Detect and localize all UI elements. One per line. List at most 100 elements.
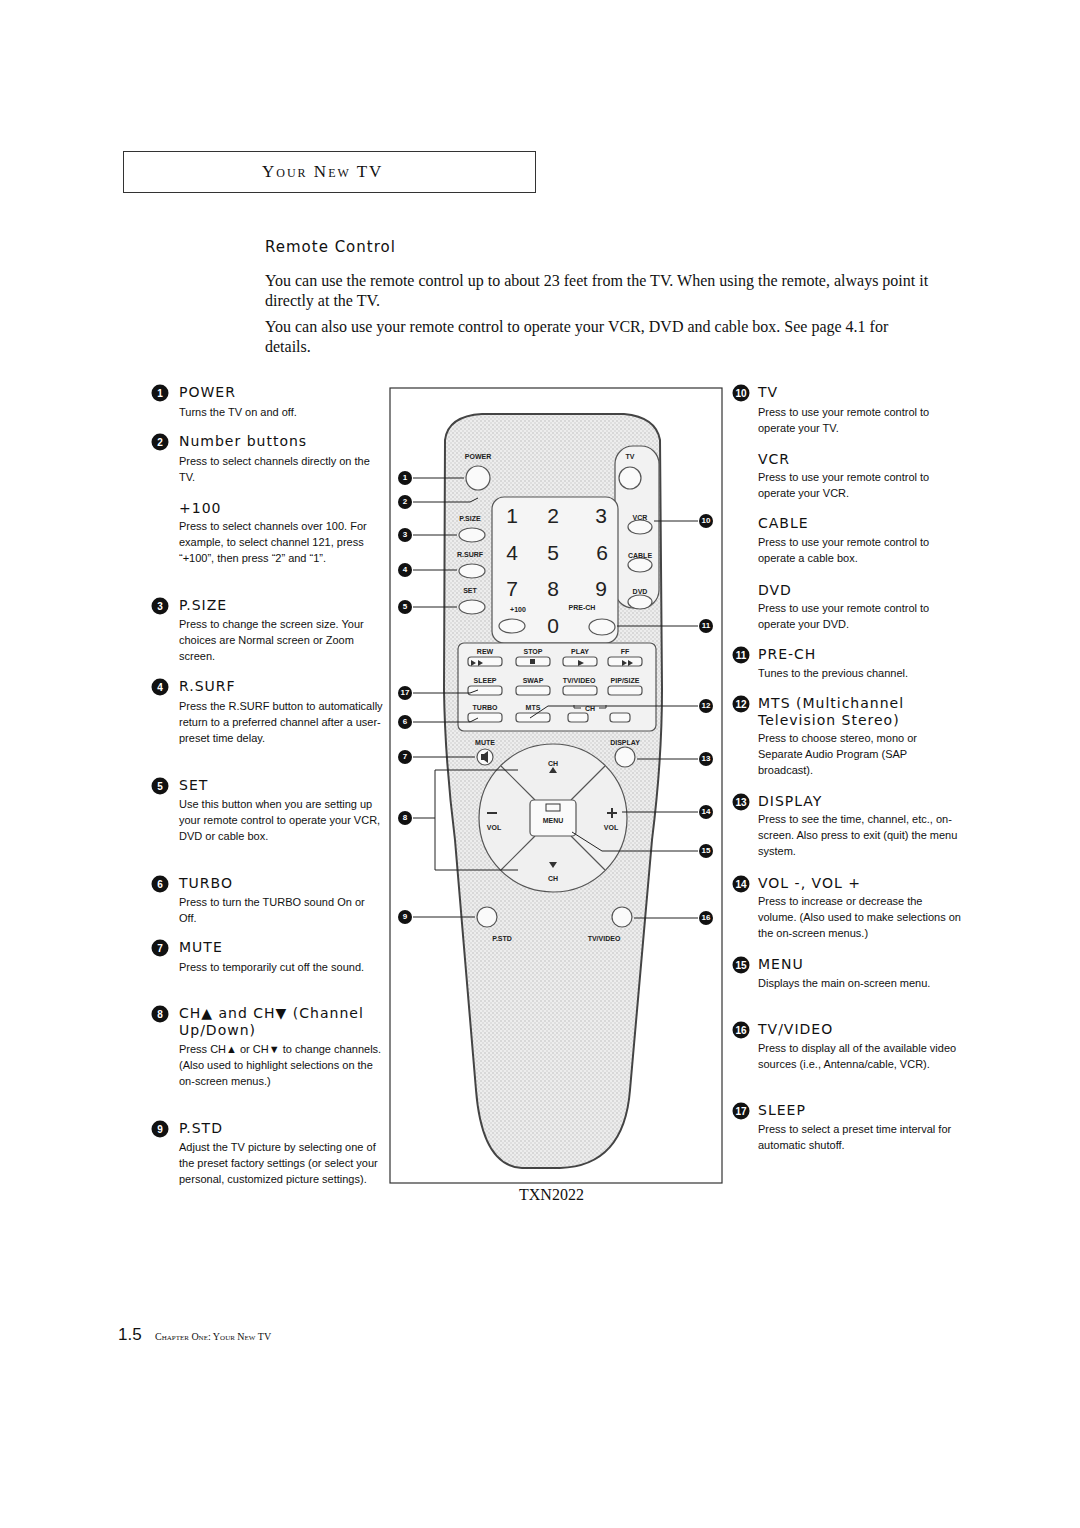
callout-number: 6 (152, 876, 169, 893)
callout-number: 2 (398, 495, 412, 509)
button-digit: 7 (506, 577, 518, 601)
section-title: Remote Control (265, 238, 396, 256)
item-description: Press the R.SURF button to automatically… (179, 698, 384, 746)
callout-number: 13 (699, 752, 713, 766)
button-digit: 4 (506, 541, 518, 565)
item-heading: MUTE (179, 939, 223, 956)
button-label: PIP/SIZE (611, 677, 640, 684)
button-label: SWAP (523, 677, 544, 684)
callout-number: 1 (398, 471, 412, 485)
button-label: TV (626, 453, 635, 460)
item-heading: R.SURF (179, 678, 236, 695)
item-heading: Number buttons (179, 433, 307, 450)
button-digit: 2 (547, 504, 559, 528)
callout-number: 10 (733, 385, 750, 402)
item-heading: +100 (179, 500, 221, 517)
button-digit: 1 (506, 504, 518, 528)
figure-frame (390, 388, 722, 1183)
item-description: Displays the main on-screen menu. (758, 975, 963, 991)
item-heading: SLEEP (758, 1102, 806, 1119)
button-label: R.SURF (457, 551, 483, 558)
item-heading: VCR (758, 451, 790, 468)
button-label: SET (463, 587, 477, 594)
button-label: FF (621, 648, 630, 655)
intro-paragraph: You can also use your remote control to … (265, 317, 930, 357)
item-heading: VOL -, VOL + (758, 875, 861, 892)
item-heading: PRE-CH (758, 646, 816, 663)
item-description: Press to change the screen size. Your ch… (179, 616, 384, 664)
item-heading: DISPLAY (758, 793, 822, 810)
button-label: MTS (526, 704, 541, 711)
item-description: Press to use your remote control to oper… (758, 534, 963, 566)
button-label: STOP (524, 648, 543, 655)
button-label: VOL (487, 824, 501, 831)
callout-number: 7 (398, 750, 412, 764)
remote-symbols (471, 659, 633, 868)
item-description: Adjust the TV picture by selecting one o… (179, 1139, 384, 1187)
button-label: +100 (510, 606, 526, 613)
item-description: Press to display all of the available vi… (758, 1040, 963, 1072)
callout-number: 9 (152, 1121, 169, 1138)
callout-number: 14 (699, 805, 713, 819)
item-heading: P.STD (179, 1120, 223, 1137)
button-label: REW (477, 648, 493, 655)
button-label: POWER (465, 453, 491, 460)
item-description: Press to choose stereo, mono or Separate… (758, 730, 963, 778)
callout-number: 15 (699, 844, 713, 858)
callout-number: 2 (152, 434, 169, 451)
item-heading: CH▲ and CH▼ (Channel Up/Down) (179, 1005, 379, 1039)
item-heading: TV (758, 384, 778, 401)
item-heading: POWER (179, 384, 236, 401)
callout-number: 15 (733, 957, 750, 974)
button-label: MENU (543, 817, 564, 824)
button-label: CH (548, 875, 558, 882)
item-heading: MENU (758, 956, 804, 973)
item-heading: CABLE (758, 515, 809, 532)
model-caption: TXN2022 (519, 1186, 584, 1204)
callout-number: 5 (398, 600, 412, 614)
button-label: P.SIZE (459, 515, 480, 522)
callout-number: 3 (152, 598, 169, 615)
callout-number: 11 (733, 647, 750, 664)
button-label: DISPLAY (610, 739, 640, 746)
item-description: Use this button when you are setting up … (179, 796, 384, 844)
item-description: Press to increase or decrease the volume… (758, 893, 963, 941)
remote-buttons (458, 446, 659, 927)
button-label: CH (585, 705, 595, 712)
callout-number: 17 (398, 686, 412, 700)
callout-number: 16 (733, 1022, 750, 1039)
callout-number: 10 (699, 514, 713, 528)
callout-number: 1 (152, 385, 169, 402)
button-label: CH (548, 760, 558, 767)
item-description: Tunes to the previous channel. (758, 665, 963, 681)
item-heading: TURBO (179, 875, 233, 892)
button-label: CABLE (628, 552, 652, 559)
item-description: Press to use your remote control to oper… (758, 404, 963, 436)
item-description: Press CH▲ or CH▼ to change channels. (Al… (179, 1041, 384, 1089)
callout-number: 13 (733, 794, 750, 811)
button-digit: 0 (547, 614, 559, 638)
callout-number: 17 (733, 1103, 750, 1120)
callout-number: 12 (699, 699, 713, 713)
item-description: Turns the TV on and off. (179, 404, 384, 420)
item-heading: SET (179, 777, 208, 794)
button-label: TV/VIDEO (588, 935, 621, 942)
item-description: Press to temporarily cut off the sound. (179, 959, 384, 975)
button-digit: 9 (595, 577, 607, 601)
remote-body (444, 414, 662, 1168)
callout-number: 3 (398, 528, 412, 542)
item-heading: TV/VIDEO (758, 1021, 833, 1038)
intro-paragraph: You can use the remote control up to abo… (265, 271, 930, 311)
callout-number: 5 (152, 778, 169, 795)
callout-number: 7 (152, 940, 169, 957)
item-heading: MTS (Multichannel Television Stereo) (758, 695, 963, 729)
item-description: Press to use your remote control to oper… (758, 600, 963, 632)
item-heading: P.SIZE (179, 597, 227, 614)
callout-number: 14 (733, 876, 750, 893)
callout-number: 11 (699, 619, 713, 633)
callout-number: 4 (152, 679, 169, 696)
button-label: TV/VIDEO (563, 677, 596, 684)
button-digit: 5 (547, 541, 559, 565)
callout-number: 8 (398, 811, 412, 825)
item-description: Press to select channels directly on the… (179, 453, 384, 485)
